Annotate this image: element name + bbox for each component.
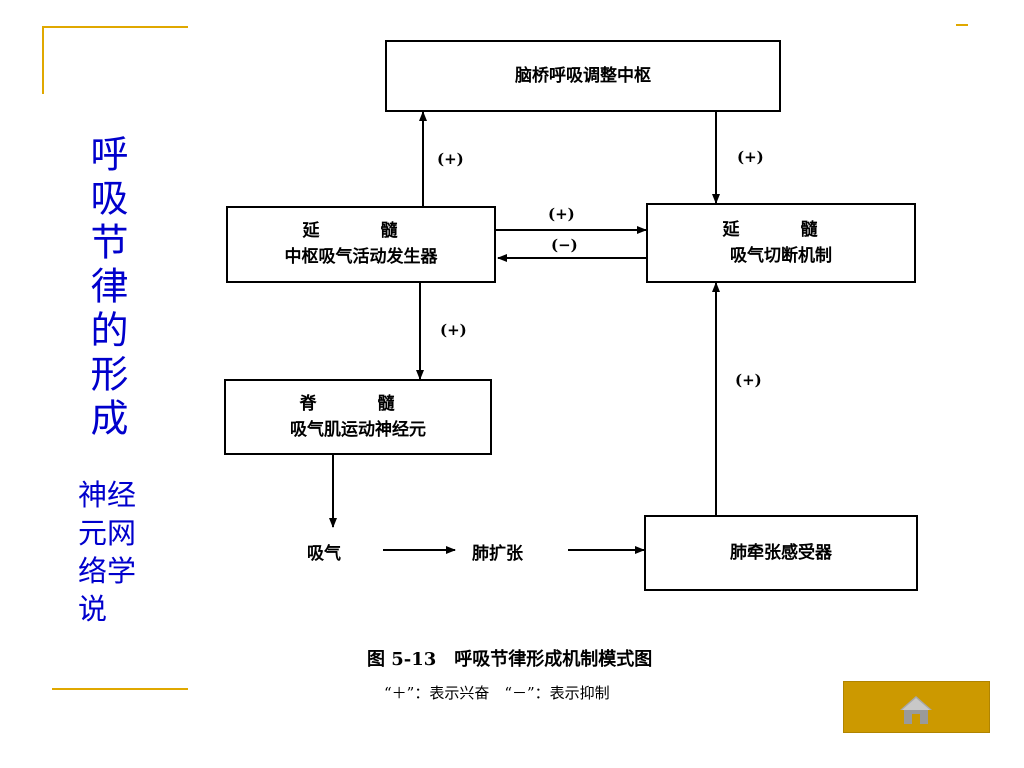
home-button[interactable]	[843, 681, 990, 733]
receptor-label: 肺牵张感受器	[730, 543, 832, 563]
sign-pons-to-off: (+)	[737, 148, 764, 166]
inspire-label: 吸气	[307, 544, 341, 564]
subtitle-line: 神经	[78, 478, 137, 512]
sign-receptor-to-off: (+)	[735, 371, 762, 389]
home-icon	[900, 696, 932, 724]
subtitle-line: 络学	[78, 554, 137, 588]
frame-top-line	[42, 26, 188, 28]
frame-bottom-line	[52, 688, 188, 690]
sign-gen-to-spinal: (+)	[440, 321, 467, 339]
sign-gen-to-pons: (+)	[437, 150, 464, 168]
lung-expand-label: 肺扩张	[472, 544, 523, 564]
frame-top-right-tick	[956, 24, 968, 26]
box-medulla-off-switch: 延 髓 吸气切断机制	[646, 203, 916, 283]
frame-left-line	[42, 26, 44, 94]
subtitle-line: 元网	[78, 516, 137, 550]
sign-off-to-gen: (−)	[551, 236, 578, 254]
box-pons-center: 脑桥呼吸调整中枢	[385, 40, 781, 112]
figure-legend: “＋”：表示兴奋 “－”：表示抑制	[384, 684, 610, 702]
medulla-gen-line2: 中枢吸气活动发生器	[284, 247, 438, 267]
box-stretch-receptor: 肺牵张感受器	[644, 515, 918, 591]
spinal-line2: 吸气肌运动神经元	[290, 420, 426, 440]
slide-subtitle: 神经 元网 络学 说	[78, 476, 174, 628]
medulla-gen-line1: 延 髓	[302, 221, 420, 241]
sign-gen-to-off: (+)	[548, 205, 575, 223]
spinal-line1: 脊 髓	[299, 394, 417, 414]
slide-title: 呼吸节律的形成	[84, 134, 128, 442]
medulla-off-line2: 吸气切断机制	[730, 246, 832, 266]
subtitle-line: 说	[78, 592, 108, 626]
box-spinal-cord: 脊 髓 吸气肌运动神经元	[224, 379, 492, 455]
figure-caption: 图 5-13 呼吸节律形成机制模式图	[367, 649, 653, 670]
pons-label: 脑桥呼吸调整中枢	[515, 66, 651, 86]
medulla-off-line1: 延 髓	[722, 220, 840, 240]
box-medulla-generator: 延 髓 中枢吸气活动发生器	[226, 206, 496, 283]
